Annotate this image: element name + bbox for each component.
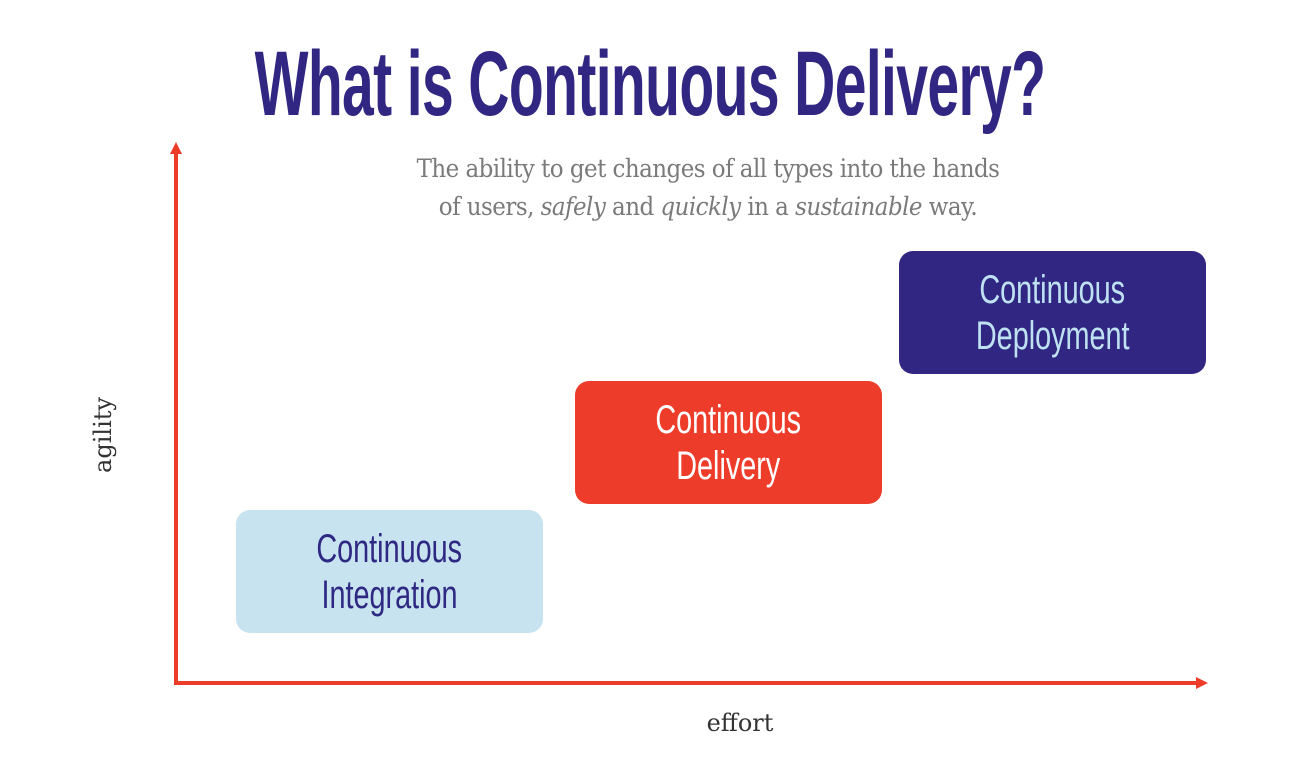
slide-title: What is Continuous Delivery?	[254, 33, 1046, 135]
box-continuous-delivery: Continuous Delivery	[575, 381, 882, 504]
x-axis-line	[174, 681, 1198, 685]
x-axis-label: effort	[706, 709, 774, 737]
emphasis-safely: safely	[540, 192, 606, 221]
y-axis-arrow-icon	[170, 142, 182, 154]
box-continuous-integration: Continuous Integration	[236, 510, 543, 633]
box-label-line-2: Deployment	[975, 313, 1130, 358]
text-span: of users,	[438, 192, 541, 221]
y-axis-line	[174, 150, 178, 685]
text-span: way.	[921, 192, 978, 221]
emphasis-sustainable: sustainable	[795, 192, 922, 221]
text-span: in a	[740, 192, 796, 221]
box-label-line-2: Integration	[321, 572, 458, 617]
text-span: and	[605, 192, 661, 221]
definition-line-2: of users, safely and quickly in a sustai…	[333, 188, 1084, 226]
emphasis-quickly: quickly	[660, 192, 741, 221]
y-axis-label: agility	[89, 397, 117, 473]
box-continuous-deployment: Continuous Deployment	[899, 251, 1206, 374]
definition-text: The ability to get changes of all types …	[333, 150, 1084, 226]
box-label-line-1: Continuous	[316, 526, 463, 571]
box-label-line-1: Continuous	[979, 267, 1126, 312]
box-label-line-1: Continuous	[655, 397, 802, 442]
definition-line-1: The ability to get changes of all types …	[416, 154, 1000, 183]
box-label-line-2: Delivery	[676, 443, 781, 488]
x-axis-arrow-icon	[1196, 677, 1208, 689]
